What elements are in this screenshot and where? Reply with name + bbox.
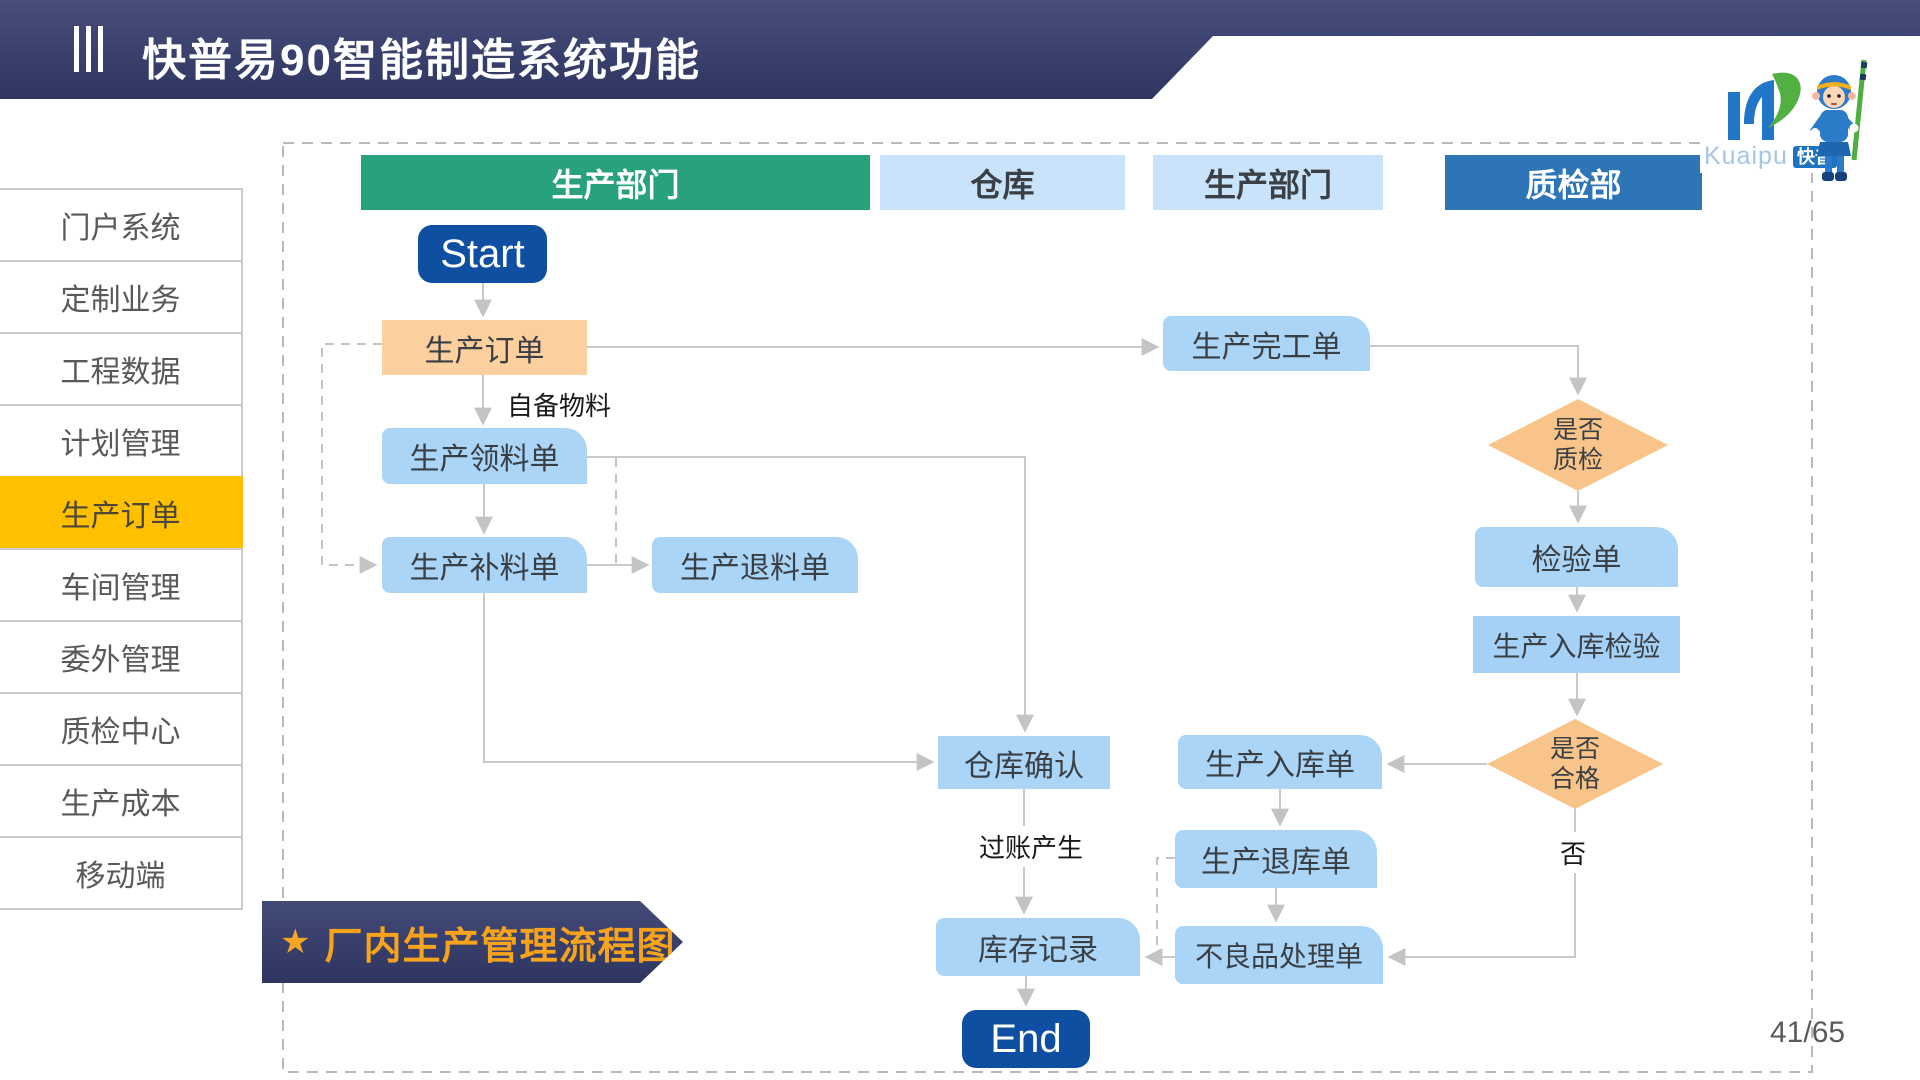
flow-node-material-supplement: 生产补料单	[382, 537, 587, 593]
flow-node-stock-in-return: 生产退库单	[1175, 830, 1377, 888]
caption-banner: ★ 厂内生产管理流程图	[262, 901, 683, 983]
flow-node-end: End	[962, 1010, 1090, 1068]
title-bars-icon	[74, 26, 103, 72]
decision-qc-line1: 是否	[1552, 416, 1603, 444]
page-number: 41/65	[1770, 1016, 1846, 1049]
sidebar-item-production-cost[interactable]: 生产成本	[0, 764, 243, 838]
sidebar-item-portal[interactable]: 门户系统	[0, 188, 243, 262]
flow-node-start: Start	[418, 225, 547, 283]
sidebar-item-plan-management[interactable]: 计划管理	[0, 404, 243, 478]
flow-node-warehouse-confirm: 仓库确认	[938, 736, 1110, 789]
edge-label-no: 否	[1556, 832, 1591, 873]
sidebar-item-outsourcing-management[interactable]: 委外管理	[0, 620, 243, 694]
header-bar	[0, 0, 1920, 99]
page-title: 快普易90智能制造系统功能	[142, 36, 701, 85]
sidebar-item-mobile[interactable]: 移动端	[0, 836, 243, 910]
flow-node-stock-in-order: 生产入库单	[1178, 735, 1382, 789]
banner-text: 厂内生产管理流程图	[324, 925, 676, 968]
flow-node-material-pick: 生产领料单	[382, 428, 587, 484]
lane-header-warehouse: 仓库	[880, 155, 1125, 210]
sidebar-item-engineering-data[interactable]: 工程数据	[0, 332, 243, 406]
flow-node-inspection-sheet: 检验单	[1475, 527, 1678, 587]
decision-qc-line2: 质检	[1552, 446, 1603, 474]
flow-node-finish-order: 生产完工单	[1163, 316, 1370, 371]
lane-header-production-dept-1: 生产部门	[361, 155, 870, 210]
flow-node-defect-handling: 不良品处理单	[1175, 926, 1383, 984]
flow-node-stock-record: 库存记录	[936, 918, 1140, 976]
sidebar-menu: 门户系统 定制业务 工程数据 计划管理 生产订单 车间管理 委外管理 质检中心 …	[0, 188, 243, 910]
edge-label-self-material: 自备物料	[507, 391, 612, 421]
logo-brand-en: Kuaipu	[1704, 142, 1788, 170]
mascot-icon	[1810, 59, 1868, 181]
sidebar-item-qc-center[interactable]: 质检中心	[0, 692, 243, 766]
sidebar-item-custom-business[interactable]: 定制业务	[0, 260, 243, 334]
lane-header-qc-dept: 质检部	[1445, 155, 1702, 210]
flow-node-stock-in-inspection: 生产入库检验	[1473, 616, 1680, 673]
edge-label-posting: 过账产生	[975, 826, 1088, 867]
lane-header-production-dept-2: 生产部门	[1153, 155, 1383, 210]
sidebar-item-production-order-active[interactable]: 生产订单	[0, 476, 243, 550]
decision-pass-line1: 是否	[1549, 735, 1600, 763]
kuaipu-logo-mark	[1728, 72, 1801, 146]
decision-pass-line2: 合格	[1549, 765, 1600, 793]
flow-node-production-order: 生产订单	[382, 320, 587, 375]
sidebar-item-workshop-management[interactable]: 车间管理	[0, 548, 243, 622]
star-icon: ★	[280, 923, 311, 961]
flow-node-material-return: 生产退料单	[652, 537, 858, 593]
